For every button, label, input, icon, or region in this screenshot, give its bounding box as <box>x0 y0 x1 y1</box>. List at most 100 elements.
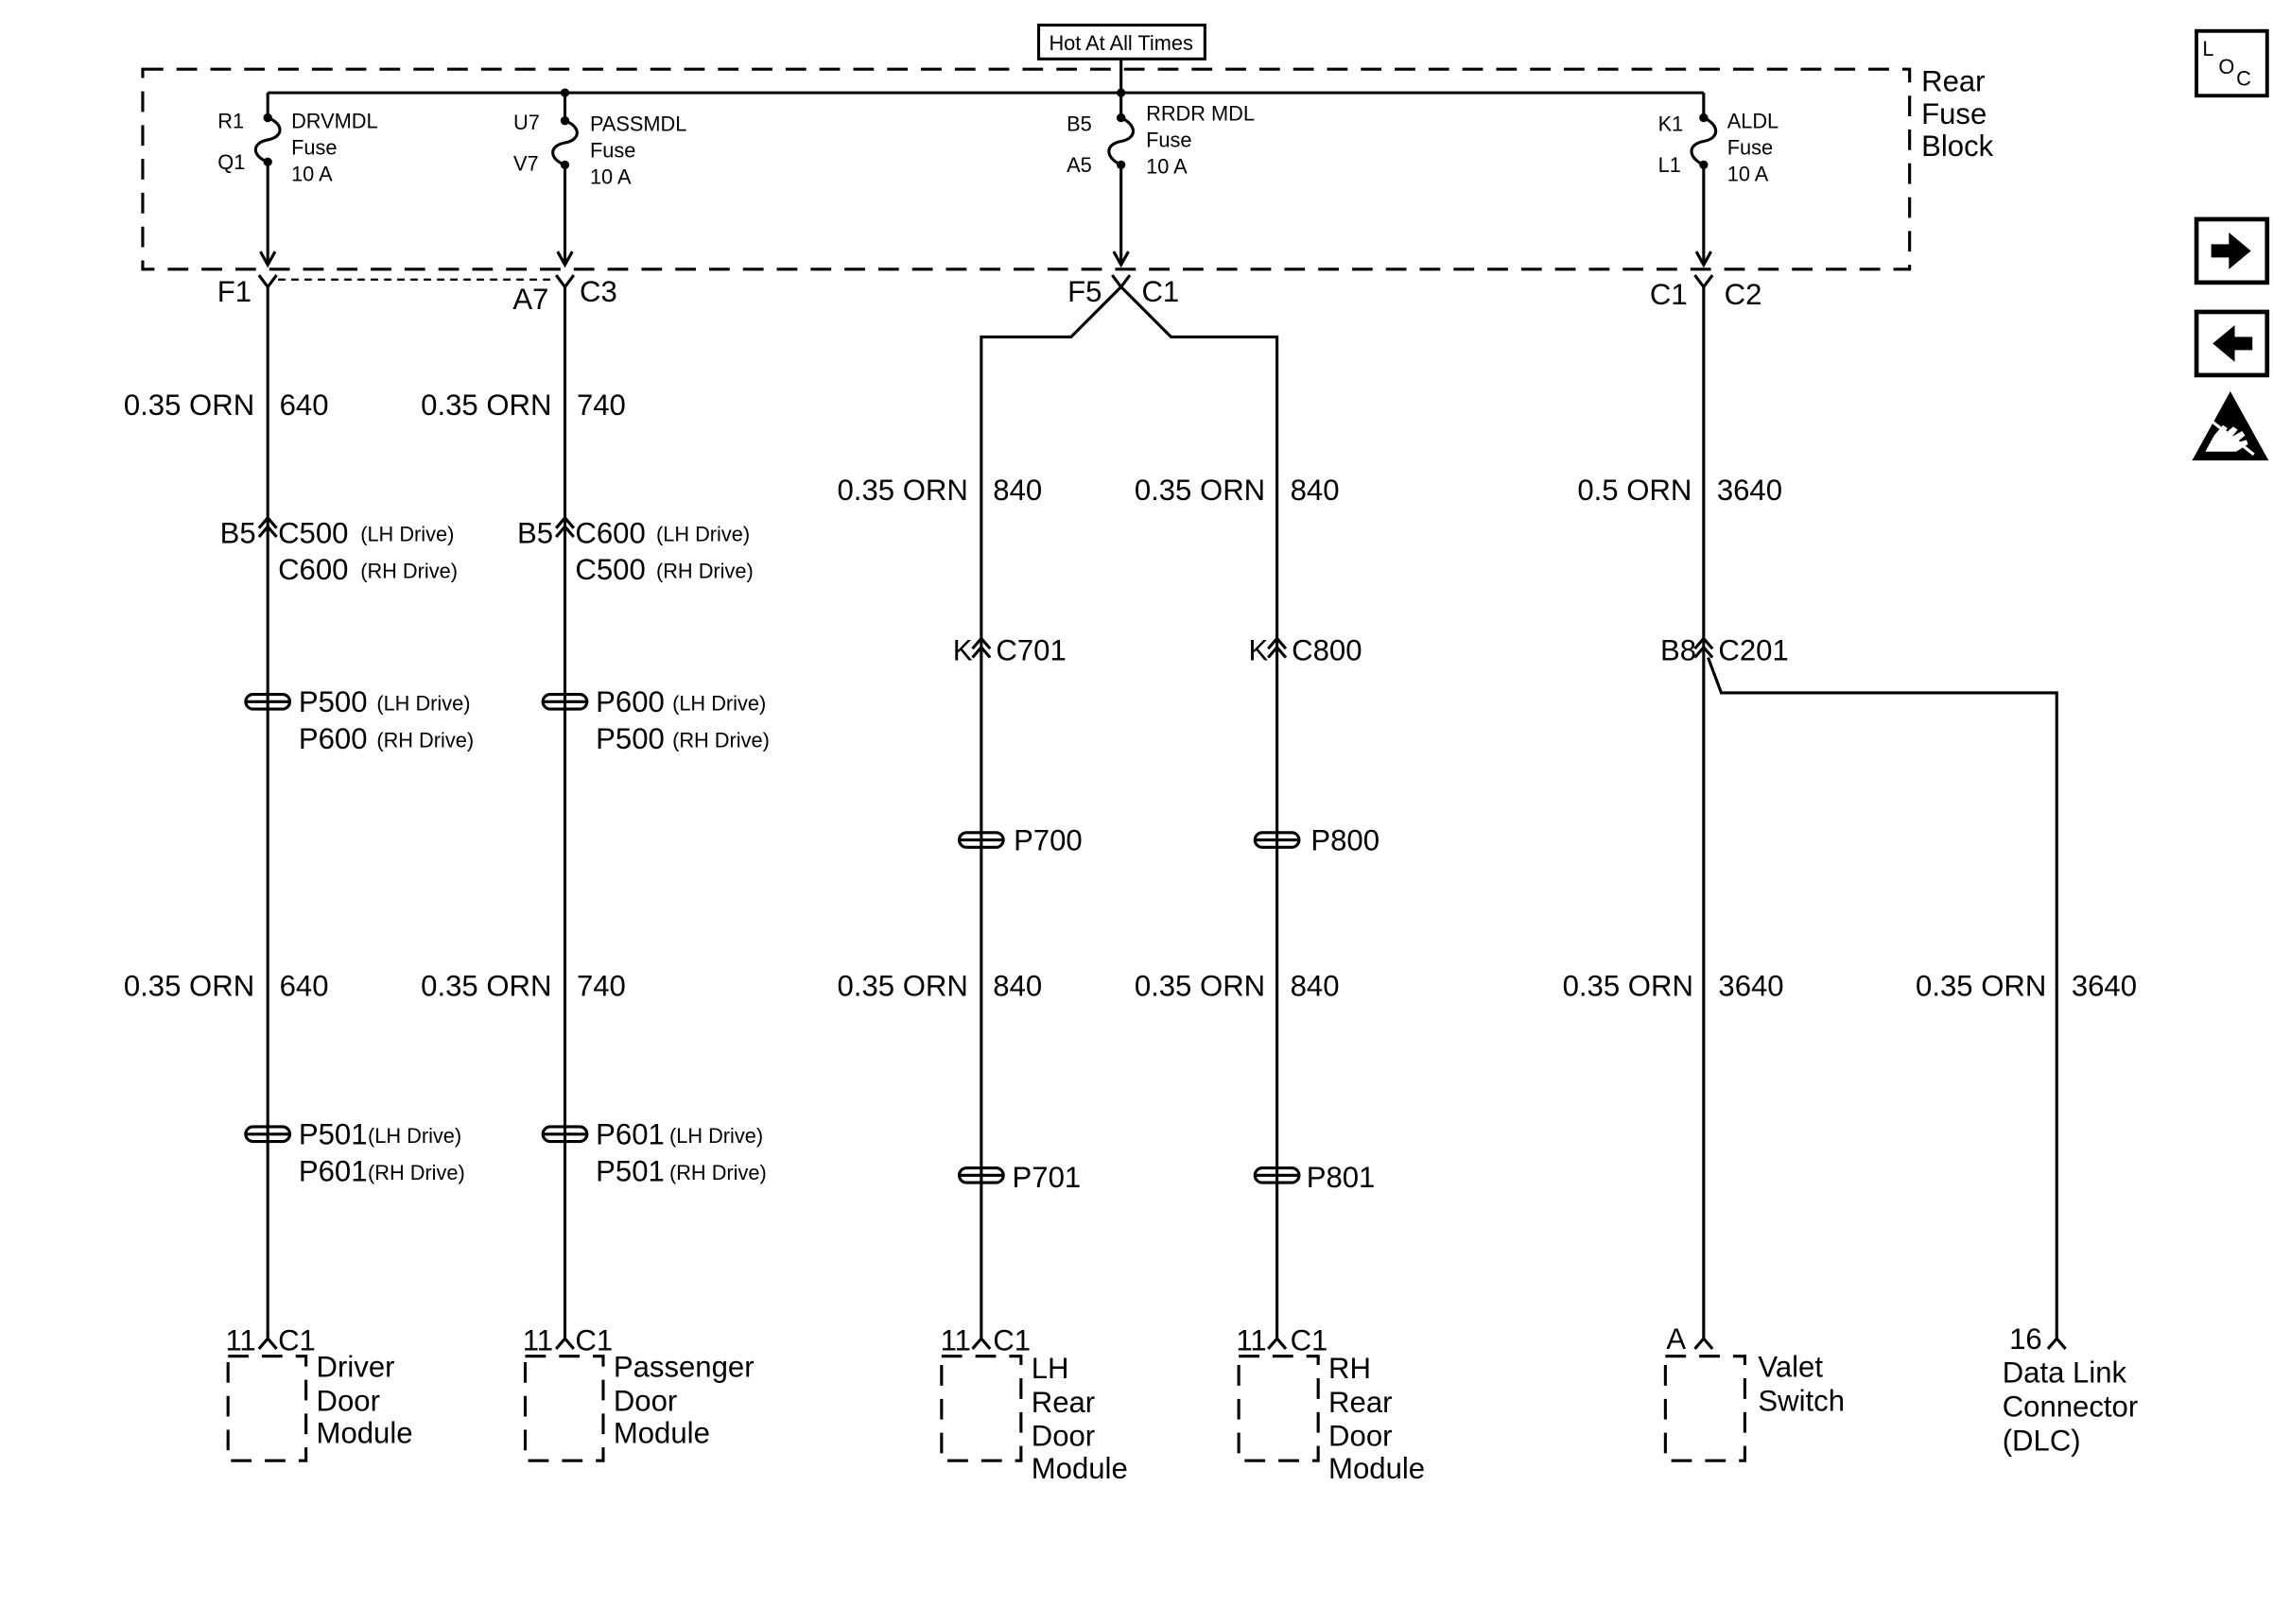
component-name-line: Module <box>614 1417 710 1450</box>
component-connector-symbol <box>1693 1336 1714 1350</box>
component-outline <box>226 1355 308 1462</box>
button-frame[interactable] <box>2194 309 2270 378</box>
component-name-line: Door <box>1032 1420 1095 1453</box>
circuit-number-label: 840 <box>1291 474 1340 507</box>
fuse-terminal-out: Q1 <box>217 150 245 174</box>
pass-through-id: P700 <box>1014 823 1083 856</box>
pass-through-note: (LH Drive) <box>672 692 766 716</box>
connector-note-label: (LH Drive) <box>360 523 454 546</box>
fuse-terminal-dot <box>263 157 272 166</box>
component-outline <box>1663 1355 1746 1462</box>
next-page-button[interactable] <box>2194 216 2270 285</box>
connector-terminal-label: B5 <box>517 516 553 549</box>
fuse-block-label-line: Block <box>1921 130 1994 163</box>
pass-through-id: P501 <box>596 1155 665 1188</box>
connector-id-label: C600 <box>575 516 645 549</box>
fuse-output-arrow <box>1694 164 1712 268</box>
pass-through-note: (RH Drive) <box>376 729 474 752</box>
component-name-line: Door <box>1328 1420 1392 1453</box>
wire-size-color-label: 0.35 ORN <box>421 389 551 422</box>
wire-size-color-label: 0.35 ORN <box>838 969 968 1002</box>
fuse-kind: Fuse <box>1727 135 1773 159</box>
connector-terminal-label: K <box>1249 634 1269 667</box>
pass-through-id: P801 <box>1307 1161 1376 1194</box>
fuse-passmdl: U7 V7 PASSMDL Fuse 10 A <box>513 111 686 268</box>
pass-through-id: P600 <box>596 685 665 718</box>
pass-through-grommet <box>957 1166 1005 1184</box>
connector-terminal-label: B5 <box>220 516 256 549</box>
battery-bus <box>266 59 1706 121</box>
output-connector-label: C3 <box>580 275 617 308</box>
branch-driver-door-module: 0.35 ORN 640 B5 C500 (LH Drive) C600 (RH… <box>124 286 474 1462</box>
fuse-rrdr-mdl: B5 A5 RRDR MDL Fuse 10 A <box>1067 102 1255 268</box>
fuse-terminal-out: V7 <box>513 152 539 176</box>
arrow-left-icon <box>2212 324 2253 362</box>
connector-symbol <box>1111 274 1132 290</box>
branch-lh-rear-door-module: 0.35 ORN 840 K C701 P700 0.35 ORN 840 P7… <box>838 474 1128 1485</box>
component-outline <box>1237 1355 1320 1462</box>
output-terminal-label: A7 <box>512 283 548 316</box>
branch-valet-switch: 0.5 ORN 3640 B8 C201 0.35 ORN 3640 A Val… <box>1563 286 1845 1462</box>
connector-id-label: C201 <box>1718 634 1788 667</box>
component-terminal-label: 11 <box>225 1323 255 1356</box>
component-connector-symbol <box>257 1336 278 1350</box>
fuse-name: ALDL <box>1727 109 1778 132</box>
output-connector-label: C1 <box>1141 275 1179 308</box>
connector-id-label: C500 <box>278 516 348 549</box>
wire <box>1707 657 2058 1339</box>
pass-through-id: P500 <box>299 685 368 718</box>
pass-through-id: P501 <box>299 1118 368 1151</box>
circuit-number-label: 840 <box>993 969 1042 1002</box>
pass-through-grommet <box>541 1125 589 1144</box>
locator-icon[interactable] <box>2195 28 2269 98</box>
branch-passenger-door-module: 0.35 ORN 740 B5 C600 (LH Drive) C500 (RH… <box>421 286 770 1462</box>
connector-id-label: C701 <box>996 634 1066 667</box>
connector-id-label: C800 <box>1292 634 1362 667</box>
pass-through-grommet <box>1253 831 1301 849</box>
circuit-number-label: 840 <box>993 474 1042 507</box>
fuse-block-output-connectors: F1 A7 C3 F5 C1 C1 C2 <box>217 274 1761 316</box>
component-connector-symbol <box>554 1336 576 1350</box>
component-name-line: Door <box>317 1384 380 1417</box>
inline-connector-symbol <box>554 515 576 539</box>
fuse-block-outline <box>141 67 1912 271</box>
rear-door-split-wires <box>980 285 1279 1339</box>
pass-through-grommet <box>541 692 589 711</box>
inline-connector-symbol <box>971 636 992 659</box>
esd-hand <box>2205 424 2248 452</box>
component-terminal-label: 11 <box>523 1323 553 1356</box>
inline-connector-symbol <box>257 515 278 539</box>
esd-sensitive-device-icon <box>2192 390 2269 461</box>
circuit-number-label: 640 <box>280 969 329 1002</box>
fuse-kind: Fuse <box>1146 129 1191 152</box>
component-connector-symbol <box>2046 1336 2067 1350</box>
fuse-terminal-in: U7 <box>513 111 540 134</box>
locator-button[interactable]: L O C <box>2195 28 2269 98</box>
fuse-rating: 10 A <box>590 165 632 189</box>
fuse-output-arrow <box>259 162 277 268</box>
previous-page-button[interactable] <box>2194 309 2270 378</box>
connector-terminal-label: B8 <box>1660 634 1696 667</box>
connector-symbol <box>554 274 576 290</box>
pass-through-id: P800 <box>1310 823 1379 856</box>
inline-connector-symbol <box>1693 636 1714 659</box>
fuse-rating: 10 A <box>291 162 333 185</box>
component-name-line: (DLC) <box>2003 1424 2081 1457</box>
rear-fuse-block: Rear Fuse Block Hot At All Times R1 Q1 D… <box>141 23 1994 271</box>
fuse-element <box>1690 116 1718 166</box>
esd-slash <box>2210 419 2255 457</box>
branch-data-link-connector: 0.35 ORN 3640 16 Data Link Connector (DL… <box>1707 657 2139 1457</box>
fuse-terminal-in: K1 <box>1658 112 1684 136</box>
component-name-line: Valet <box>1758 1350 1823 1383</box>
fuse-block-label-line: Fuse <box>1921 97 1987 130</box>
component-name-line: Module <box>317 1417 413 1450</box>
component-connector-label: C1 <box>993 1323 1031 1356</box>
output-terminal-label: F1 <box>217 275 252 308</box>
locator-letter: L <box>2202 37 2213 60</box>
wire-size-color-label: 0.35 ORN <box>1916 969 2046 1002</box>
circuit-number-label: 740 <box>577 969 626 1002</box>
component-name-line: Rear <box>1032 1386 1095 1419</box>
fuse-terminal-in: R1 <box>217 109 244 132</box>
fuse-drvmdl: R1 Q1 DRVMDL Fuse 10 A <box>217 109 378 268</box>
component-name-line: Connector <box>2003 1391 2139 1424</box>
